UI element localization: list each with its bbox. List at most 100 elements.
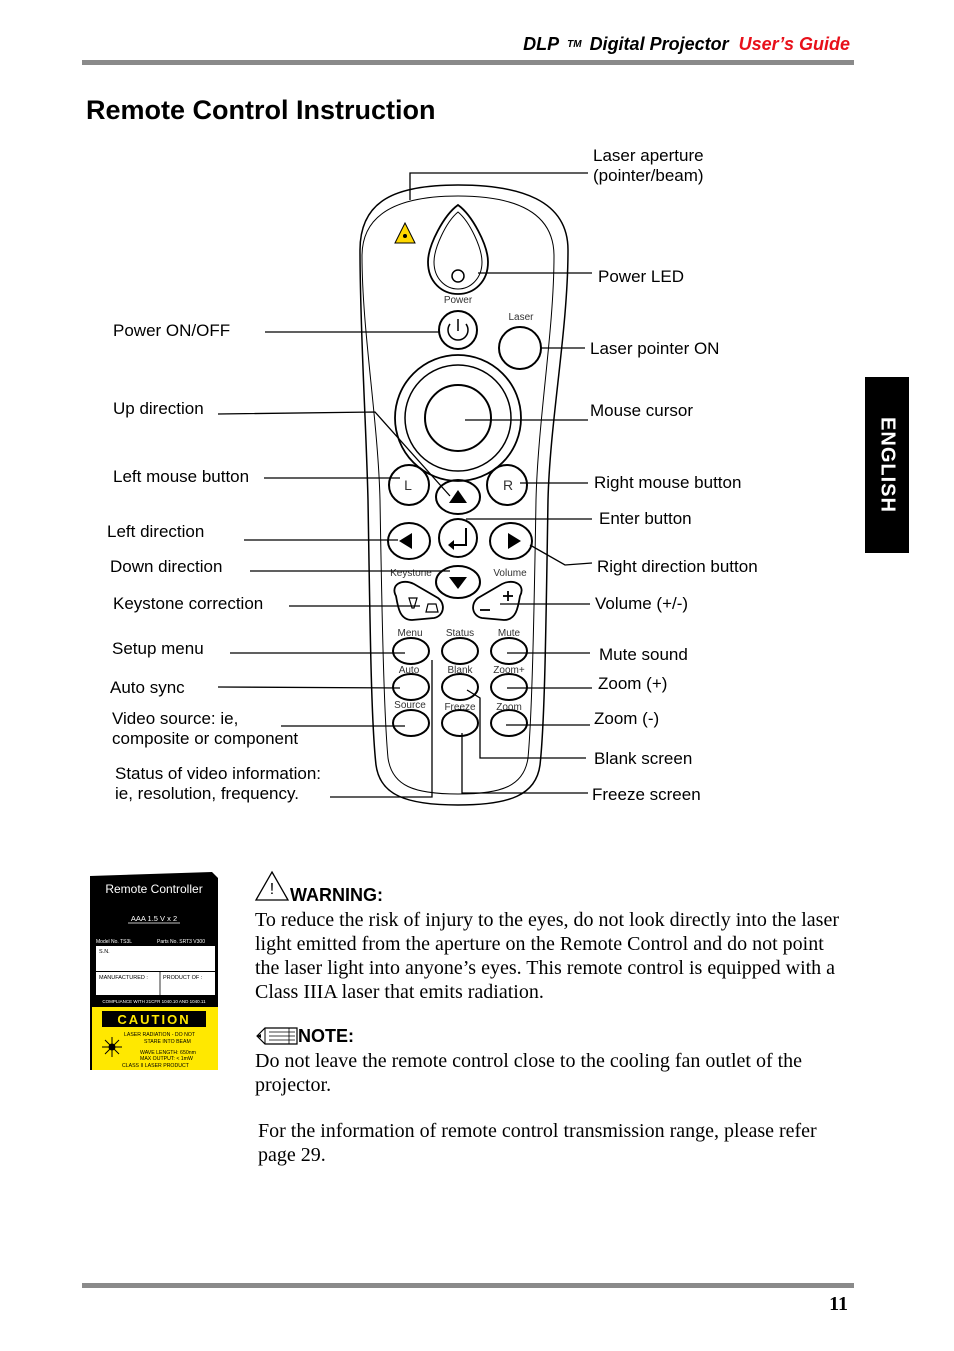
right-arrow-icon [508,533,521,549]
callout-enter-button: Enter button [599,509,692,528]
laser-starburst-icon [102,1037,122,1057]
page-number: 11 [829,1293,848,1315]
menu-button [392,637,430,665]
footer-rule [82,1283,854,1288]
left-mouse-button [388,464,430,506]
callout-video-source-2: composite or component [112,729,299,748]
mouse-cursor-pad [424,384,492,452]
callout-keystone: Keystone correction [113,594,264,613]
remote-text-menu: Menu [397,628,422,639]
card-parts: Parts No. SRT3 V300 [157,939,205,945]
callout-setup-menu: Setup menu [112,639,204,658]
remote-body-outline [359,184,569,806]
card-product-of: PRODUCT OF : [163,975,203,981]
status-button [441,637,479,665]
callout-laser-aperture-1: Laser aperture [593,146,704,165]
card-battery: AAA 1.5 V x 2 [131,914,177,923]
language-tab: ENGLISH [865,377,909,553]
card-manufactured: MANUFACTURED : [99,975,148,981]
callout-zoom-plus: Zoom (+) [598,674,668,693]
remote-body-inner [361,195,555,795]
callout-laser-aperture-2: (pointer/beam) [593,166,704,185]
header-tm: TM [567,39,582,50]
keystone-rocker [393,580,444,621]
down-arrow-icon [449,577,467,589]
header-rule [82,60,854,65]
svg-text:!: ! [270,881,274,898]
callout-power-led: Power LED [598,267,684,286]
warning-text: To reduce the risk of injury to the eyes… [255,909,840,1003]
card-caution: CAUTION [117,1012,190,1027]
warning-title: WARNING: [290,885,383,905]
left-button [387,522,431,560]
remote-label-card: Remote Controller AAA 1.5 V x 2 Model No… [90,872,218,1070]
remote-text-source: Source [394,700,426,711]
enter-button [438,518,478,558]
remote-text-power: Power [444,295,473,306]
remote-text-volume: Volume [493,568,527,579]
card-caution-1: LASER RADIATION - DO NOT [124,1032,196,1038]
laser-button [498,326,542,370]
laser-aperture-shape [427,203,489,295]
card-title: Remote Controller [105,882,202,896]
card-caution-2: STARE INTO BEAM [144,1039,191,1045]
right-button [489,522,533,560]
power-led [451,269,465,283]
header-product: Digital Projector [589,34,729,54]
zoom-minus-button [490,709,528,737]
down-button [435,565,481,599]
callout-status-1: Status of video information: [115,764,322,783]
card-caution-3: WAVE LENGTH: 650nm [140,1050,196,1056]
enter-arrow-icon [448,540,454,550]
remote-text-status: Status [446,628,474,639]
remote-diagram: Power Laser L R Keystone Volume Menu Sta… [217,172,593,806]
remote-text-blank: Blank [447,665,473,676]
callout-mute-sound: Mute sound [599,645,688,664]
power-button [438,310,478,350]
callout-auto-sync: Auto sync [110,678,185,697]
note-title: NOTE: [298,1026,354,1046]
auto-button [392,673,430,701]
right-mouse-button [486,464,528,506]
pencil-icon [256,1027,298,1045]
callout-right-direction: Right direction button [597,557,758,576]
laser-warning-icon [394,221,416,244]
callout-video-source-1: Video source: ie, [112,709,239,728]
header-dlp: DLP [523,34,560,54]
range-note: For the information of remote control tr… [258,1120,817,1166]
up-arrow-icon [449,490,467,503]
remote-text-freeze: Freeze [444,702,476,713]
remote-text-laser: Laser [508,312,534,323]
up-button [435,479,481,515]
card-caution-5: CLASS II LASER PRODUCT [122,1063,190,1069]
callout-right-mouse: Right mouse button [594,473,742,492]
running-header: DLP TM Digital Projector User’s Guide [523,34,850,55]
callout-power-onoff: Power ON/OFF [113,321,231,340]
zoom-plus-button [490,673,528,701]
card-model: Model No. TS3L [96,939,132,945]
remote-text-keystone: Keystone [390,568,432,579]
callout-zoom-minus: Zoom (-) [594,709,660,728]
volume-rocker [472,580,523,621]
freeze-button [441,709,479,737]
remote-text-mute: Mute [498,628,521,639]
mouse-ring-outer [394,354,522,482]
left-arrow-icon [399,533,412,549]
card-sn: S.N. [99,949,110,955]
page-title: Remote Control Instruction [86,95,436,125]
remote-text-auto: Auto [399,665,420,676]
callout-laser-pointer-on: Laser pointer ON [590,339,720,358]
remote-text-zoom-plus: Zoom+ [493,665,525,676]
callout-lines [217,172,593,798]
note-text: Do not leave the remote control close to… [255,1050,803,1096]
callout-down-direction: Down direction [110,557,223,576]
blank-button [441,673,479,701]
mouse-ring-mid [404,364,512,472]
header-guide: User’s Guide [738,34,850,54]
callout-freeze-screen: Freeze screen [592,785,701,804]
callout-mouse-cursor: Mouse cursor [590,401,693,420]
mute-button [490,637,528,665]
remote-text-l: L [404,477,412,493]
callout-status-2: ie, resolution, frequency. [115,784,299,803]
remote-text-r: R [503,477,513,493]
